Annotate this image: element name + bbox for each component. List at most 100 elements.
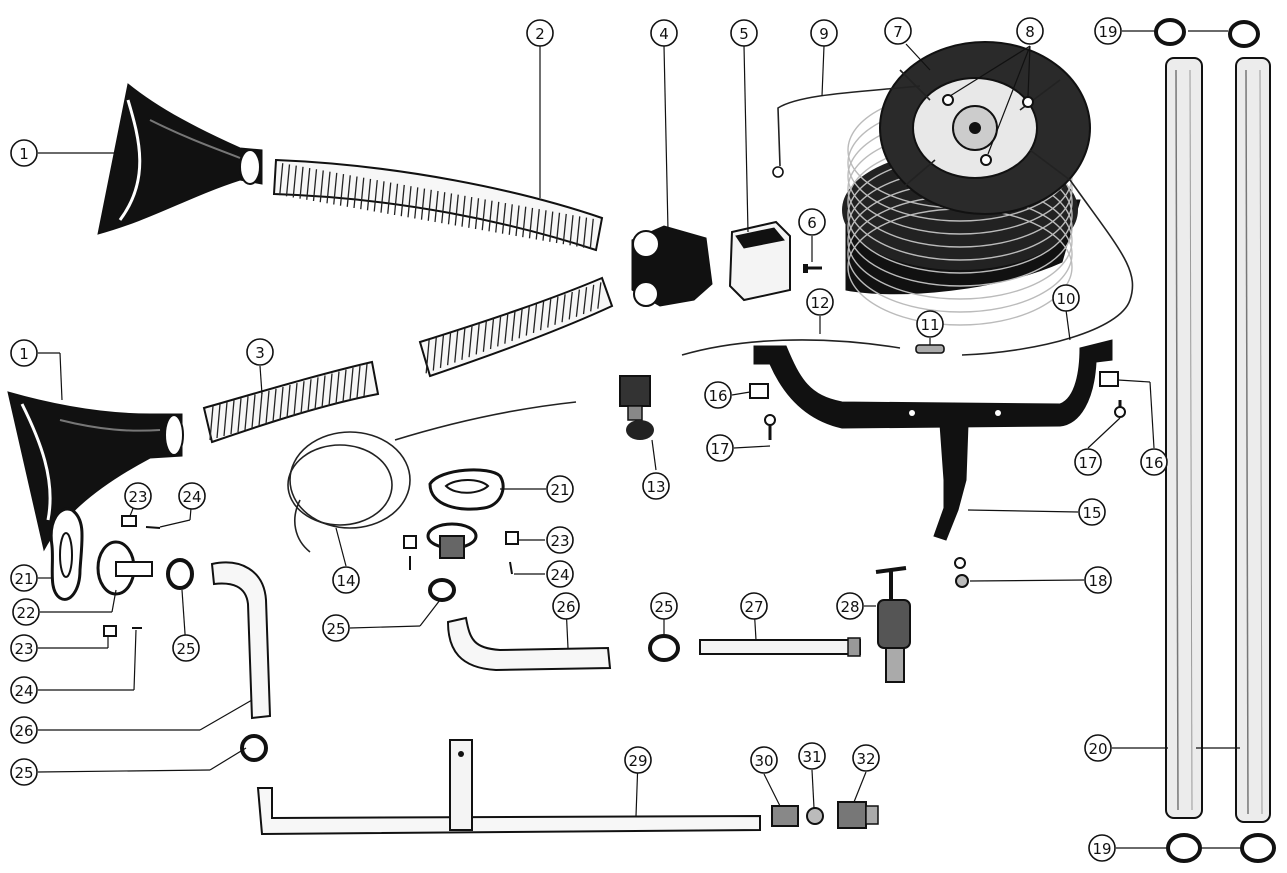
hose-rib <box>265 390 270 425</box>
hose-rib <box>414 187 419 219</box>
callout-8: 8 <box>1016 17 1044 45</box>
lead-wire-12 <box>681 339 901 356</box>
hose-rib <box>333 172 338 205</box>
hose-rib <box>535 209 540 240</box>
olive-31 <box>806 807 824 825</box>
hose-rib <box>321 375 326 409</box>
hose-rib <box>328 373 333 407</box>
callout-18: 18 <box>1084 566 1112 594</box>
hose-rib <box>407 186 412 218</box>
callout-25-middle: 25 <box>322 614 350 642</box>
hose-rib <box>258 392 263 427</box>
svg-text:27: 27 <box>744 598 763 616</box>
svg-text:16: 16 <box>708 387 727 405</box>
callout-21-middle: 21 <box>546 475 574 503</box>
gasket-middle <box>428 468 505 511</box>
svg-text:26: 26 <box>556 598 575 616</box>
svg-text:19: 19 <box>1098 23 1117 41</box>
hose-rib <box>360 177 365 210</box>
svg-text:13: 13 <box>646 478 665 496</box>
svg-text:17: 17 <box>710 440 729 458</box>
svg-text:6: 6 <box>807 214 817 232</box>
svg-text:25: 25 <box>14 764 33 782</box>
hose-rib <box>481 199 486 231</box>
hose-rib <box>547 299 552 328</box>
hose-rib <box>532 303 538 333</box>
hose-rib <box>447 193 453 225</box>
svg-text:21: 21 <box>550 481 569 499</box>
svg-text:26: 26 <box>14 722 33 740</box>
hose-rib <box>209 406 214 441</box>
hose-rib <box>549 211 554 242</box>
callout-25-bottom: 25 <box>10 758 38 786</box>
hose-rib <box>373 180 378 212</box>
hose-rib <box>293 383 298 417</box>
wire-connector <box>915 344 945 354</box>
callout-28: 28 <box>836 592 864 620</box>
callout-3: 3 <box>246 338 274 366</box>
hose-rib <box>582 217 588 248</box>
elbow-hose-middle <box>446 616 612 672</box>
hose-rib <box>504 313 509 344</box>
hose-clips-25 <box>166 558 680 762</box>
svg-text:16: 16 <box>1144 454 1163 472</box>
hose-rib <box>244 396 249 431</box>
hose-rib <box>468 196 473 228</box>
hose-rib <box>597 282 602 309</box>
callout-20: 20 <box>1084 734 1112 762</box>
callout-12: 12 <box>806 288 834 316</box>
hose-rib <box>216 404 221 439</box>
hose-rib <box>326 171 331 204</box>
callout-17-left: 17 <box>706 434 734 462</box>
callout-17-right: 17 <box>1074 448 1102 476</box>
hose-rib <box>272 388 277 423</box>
hose-rib <box>299 166 304 199</box>
svg-text:22: 22 <box>16 604 35 622</box>
hose-rib <box>366 178 372 211</box>
hose-rib <box>495 201 500 233</box>
callout-23-left: 23 <box>10 634 38 662</box>
callout-4: 4 <box>650 19 678 47</box>
svg-text:25: 25 <box>654 598 673 616</box>
y-junction <box>631 225 713 307</box>
hose-rib <box>454 194 459 226</box>
hose-rib <box>576 216 581 247</box>
hose-rib <box>400 184 405 217</box>
hose-rib <box>319 170 324 203</box>
callout-27: 27 <box>740 592 768 620</box>
hose-rib <box>237 398 242 433</box>
svg-text:5: 5 <box>739 25 749 43</box>
flexible-hose-short <box>202 360 380 444</box>
hose-rib <box>432 337 437 371</box>
hose-rib <box>522 206 527 238</box>
hose-rib <box>518 308 523 339</box>
svg-text:23: 23 <box>128 488 147 506</box>
hose-rib <box>312 169 318 202</box>
callout-32: 32 <box>852 744 880 772</box>
hose-rib <box>420 188 426 220</box>
hose-rib <box>446 332 452 366</box>
hose-rib <box>363 363 368 397</box>
svg-text:8: 8 <box>1025 23 1035 41</box>
hose-rib <box>569 215 574 246</box>
svg-text:29: 29 <box>628 752 647 770</box>
svg-text:9: 9 <box>819 25 829 43</box>
hose-rib <box>346 175 351 207</box>
hose-rib <box>307 379 312 413</box>
hose-rib <box>349 367 354 401</box>
hose-rib <box>393 183 399 216</box>
hose-rib <box>554 296 559 325</box>
duct-sleeve <box>728 220 791 302</box>
hose-rib <box>511 310 516 342</box>
callout-23-top: 23 <box>124 482 152 510</box>
hose-clips-top <box>1154 18 1260 48</box>
callout-24-top: 24 <box>178 482 206 510</box>
svg-text:10: 10 <box>1056 290 1075 308</box>
svg-text:25: 25 <box>176 640 195 658</box>
svg-text:18: 18 <box>1088 572 1107 590</box>
callout-11: 11 <box>916 310 944 338</box>
spring-clip-right <box>1099 371 1119 387</box>
callout-25-left: 25 <box>172 634 200 662</box>
callout-16-right: 16 <box>1140 448 1168 476</box>
